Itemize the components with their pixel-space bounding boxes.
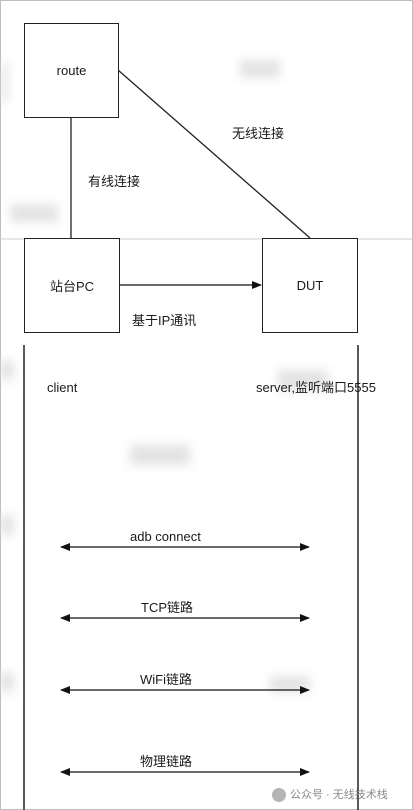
route-label: route xyxy=(56,63,87,78)
blur-artifact xyxy=(0,515,14,535)
blur-artifact xyxy=(240,60,280,78)
ip-comm-label: 基于IP通讯 xyxy=(132,313,197,328)
wireless-link-label: 无线连接 xyxy=(232,126,285,141)
station-pc-label: 站台PC xyxy=(49,279,95,294)
route-node: route xyxy=(24,23,119,118)
blur-artifact xyxy=(2,62,8,102)
wired-link-label: 有线连接 xyxy=(88,174,141,189)
blur-artifact xyxy=(10,204,58,222)
wireless-link-line xyxy=(117,69,311,239)
wechat-icon xyxy=(272,788,286,803)
adb-connect-label: adb connect xyxy=(130,529,201,544)
station-pc-node: 站台PC xyxy=(24,238,120,333)
blur-artifact xyxy=(0,672,14,692)
blur-artifact xyxy=(130,445,190,465)
tcp-link-label: TCP链路 xyxy=(141,600,194,615)
server-label: server,监听端口5555 xyxy=(256,380,376,395)
blur-artifact xyxy=(278,370,328,390)
blur-artifact xyxy=(0,360,14,380)
watermark: 公众号 · 无线技术栈 xyxy=(272,786,388,803)
dut-node: DUT xyxy=(262,238,358,333)
physical-link-label: 物理链路 xyxy=(140,754,193,769)
client-label: client xyxy=(47,380,78,395)
dut-label: DUT xyxy=(296,278,324,293)
watermark-text: 公众号 · 无线技术栈 xyxy=(290,789,388,801)
wifi-link-label: WiFi链路 xyxy=(140,672,192,687)
